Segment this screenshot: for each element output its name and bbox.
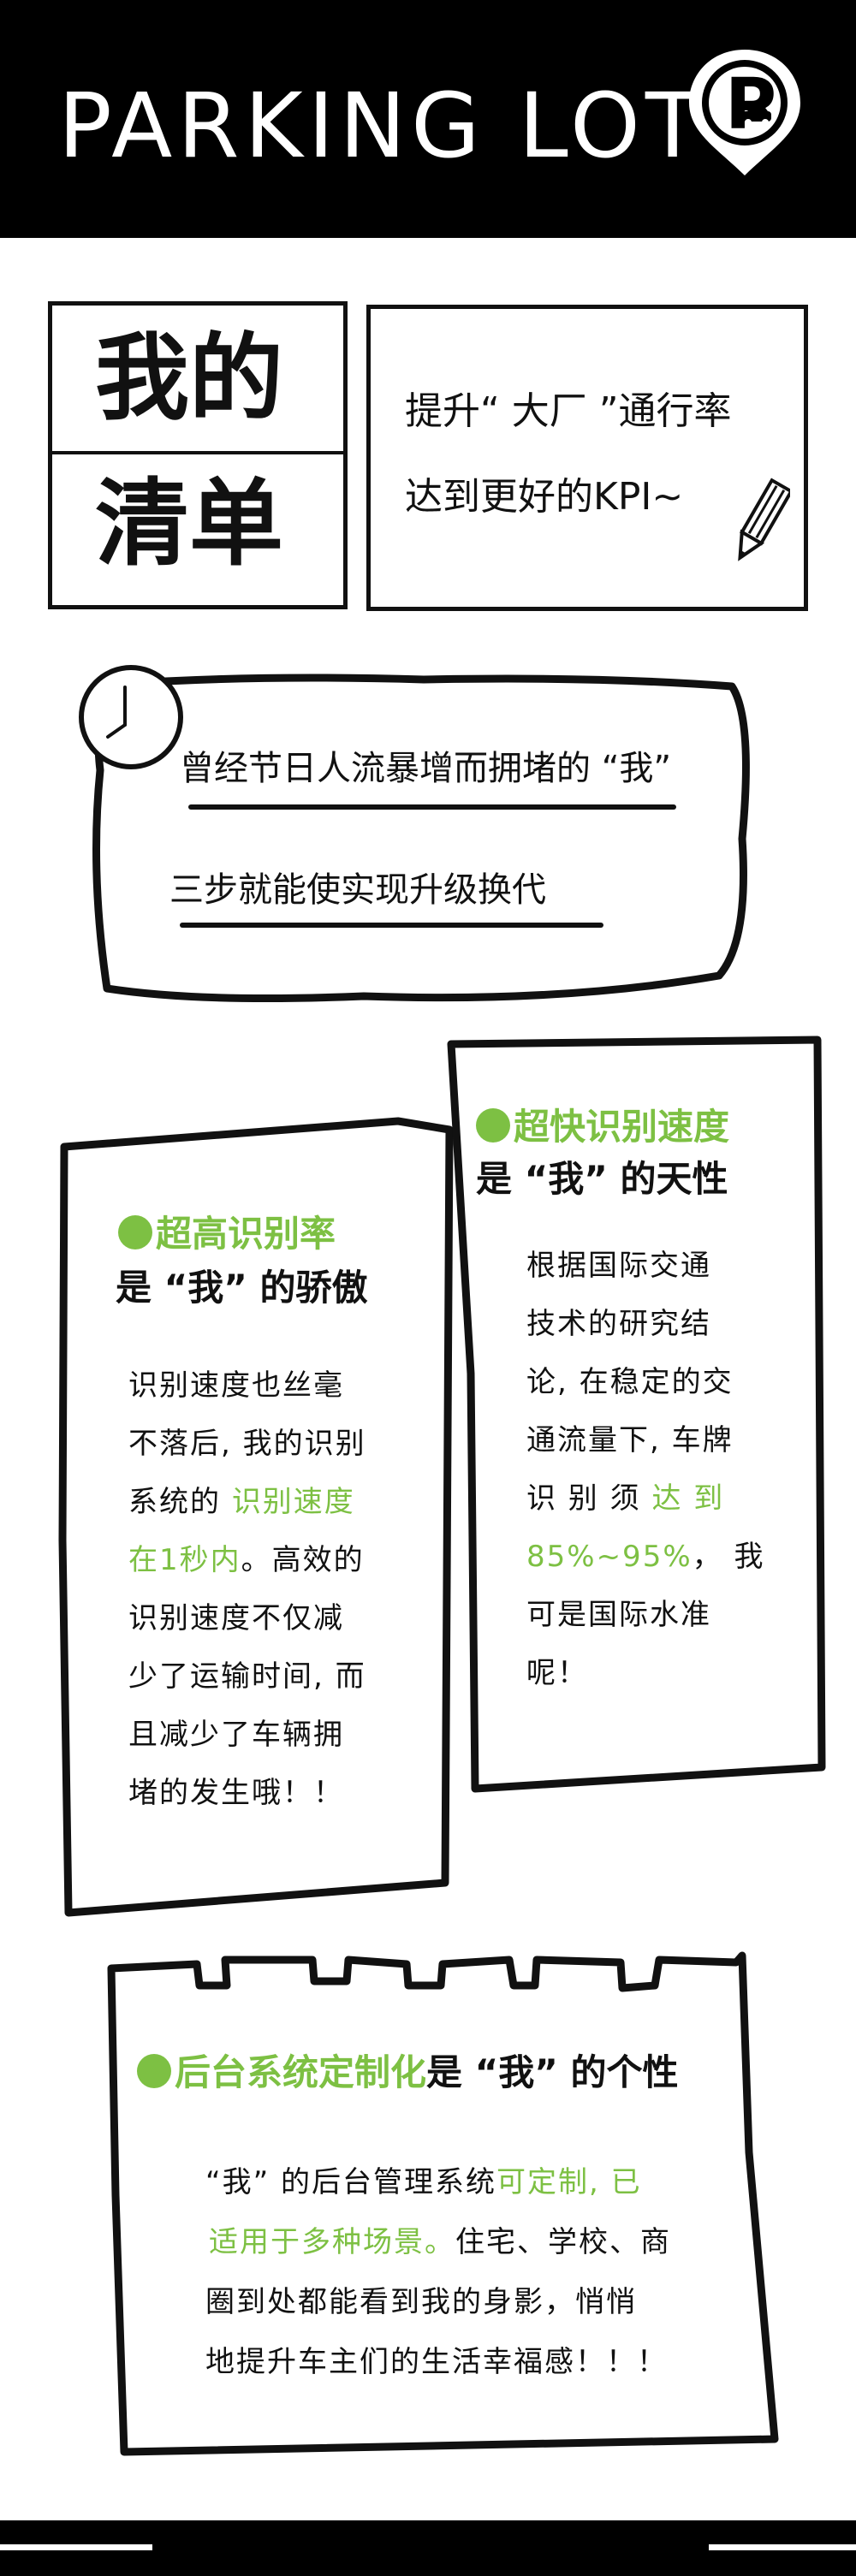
bottom-line-3: 地提升车主们的生活幸福感！！！ (205, 2345, 668, 2379)
intro-underline2 (180, 923, 603, 928)
bottom-card-title-green: 后台系统定制化 (175, 2051, 427, 2093)
parking-pin-icon: P (689, 50, 800, 175)
bottom-line-2: 圈到处都能看到我的身影，悄悄 (205, 2285, 637, 2319)
right-line-3: 通流量下, 车牌 (526, 1423, 734, 1457)
slogan-box: 提升“ 大厂 ”通行率 达到更好的KPI~ (366, 305, 808, 611)
left-card-title-green: 超高识别率 (156, 1213, 336, 1255)
left-line-3: 在1秒内。高效的 (128, 1543, 365, 1577)
left-card-frame (58, 1117, 454, 1917)
right-line-4: 识 别 须 达 到 (526, 1481, 725, 1516)
right-line-7: 呢！ (526, 1656, 588, 1690)
slogan-line2: 达到更好的KPI~ (405, 475, 684, 519)
logo-letter: P (725, 64, 776, 145)
list-title-line1: 我的 (95, 323, 283, 433)
bottom-card-title: 后台系统定制化是 “我” 的个性 (137, 2051, 679, 2093)
page-title: PARKING LOT (58, 74, 705, 178)
right-line-0: 根据国际交通 (526, 1249, 711, 1283)
left-line-0: 识别速度也丝毫 (128, 1368, 344, 1403)
right-card-title: 超快识别速度 (476, 1108, 729, 1145)
car-icon (742, 104, 771, 126)
left-card-title: 超高识别率 (118, 1215, 336, 1252)
bottom-line-1: 适用于多种场景。住宅、学校、商 (209, 2225, 671, 2259)
right-card-body: 根据国际交通 技术的研究结 论, 在稳定的交 通流量下, 车牌 识 别 须 达 … (526, 1237, 764, 1702)
right-line-1: 技术的研究结 (526, 1307, 711, 1341)
right-card-subtitle: 是 “我” 的天性 (476, 1158, 728, 1200)
left-line-1: 不落后, 我的识别 (128, 1427, 366, 1461)
list-title-box: 我的 清单 (48, 301, 348, 609)
right-card-title-green: 超快识别速度 (514, 1106, 730, 1148)
left-line-6: 且减少了车辆拥 (128, 1718, 344, 1752)
pencil-icon (738, 478, 790, 561)
list-title-line2: 清单 (95, 469, 283, 579)
left-card-dot (118, 1215, 152, 1249)
divider (48, 451, 348, 454)
bottom-card-body: “我” 的后台管理系统可定制, 已 适用于多种场景。住宅、学校、商 圈到处都能看… (205, 2152, 671, 2392)
page-header: PARKING LOT P (0, 0, 856, 238)
left-card-subtitle: 是 “我” 的骄傲 (116, 1267, 368, 1309)
intro-underline1 (188, 804, 676, 810)
intro-line1: 曾经节日人流暴增而拥堵的 “我” (180, 749, 672, 788)
bottom-line-0: “我” 的后台管理系统可定制, 已 (205, 2165, 642, 2199)
right-line-2: 论, 在稳定的交 (526, 1365, 734, 1399)
bottom-card-dot (137, 2054, 171, 2088)
clock-icon (79, 665, 183, 769)
left-card-body: 识别速度也丝毫 不落后, 我的识别 系统的 识别速度 在1秒内。高效的 识别速度… (128, 1356, 366, 1822)
right-line-5: 85%~95%， 我 (526, 1540, 765, 1574)
right-line-6: 可是国际水准 (526, 1598, 711, 1632)
left-line-7: 堵的发生哦！！ (128, 1776, 344, 1810)
left-line-4: 识别速度不仅减 (128, 1601, 344, 1635)
left-line-2: 系统的 识别速度 (128, 1485, 355, 1519)
right-card-dot (476, 1108, 510, 1143)
page-footer (0, 2520, 856, 2576)
left-line-5: 少了运输时间, 而 (128, 1659, 366, 1694)
footer-bar-left (0, 2544, 152, 2550)
footer-bar-right (709, 2544, 856, 2550)
slogan-line1: 提升“ 大厂 ”通行率 (405, 389, 732, 433)
bottom-card-frame (107, 1951, 779, 2456)
right-card-frame (447, 1036, 826, 1793)
intro-line2: 三步就能使实现升级换代 (169, 870, 546, 910)
intro-frame (92, 674, 750, 1003)
bottom-card-title-black: 是 “我” 的个性 (426, 2051, 679, 2093)
